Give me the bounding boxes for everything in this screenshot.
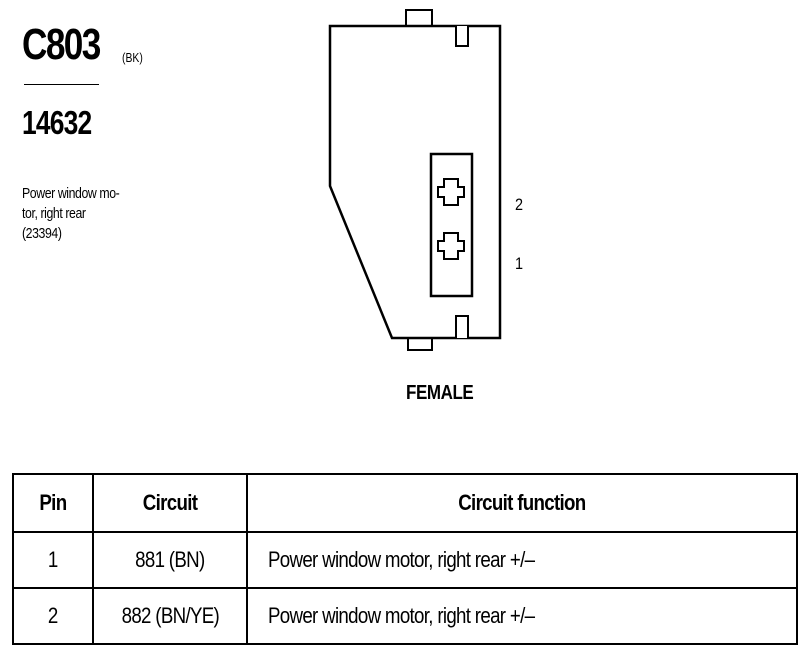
pin-table: Pin Circuit Circuit function 1 881 (BN) … xyxy=(12,473,798,645)
table-row: 2 882 (BN/YE) Power window motor, right … xyxy=(12,587,798,645)
circuit-cell: 881 (BN) xyxy=(92,531,248,589)
description-line: (23394) xyxy=(22,225,62,242)
table-header-row: Pin Circuit Circuit function xyxy=(12,473,798,533)
part-number: 14632 xyxy=(22,104,92,141)
connector-face-diagram xyxy=(328,9,502,351)
connector-description: Power window mo- tor, right rear (23394) xyxy=(22,184,202,244)
terminal-cavity-frame xyxy=(429,152,474,298)
circuit-function-cell: Power window motor, right rear +/– xyxy=(246,587,798,645)
circuit-cell: 882 (BN/YE) xyxy=(92,587,248,645)
title-divider xyxy=(24,84,99,85)
top-latch-tab xyxy=(405,9,433,27)
pin-2-label: 2 xyxy=(515,195,524,214)
pin-cell: 1 xyxy=(12,531,94,589)
description-line: Power window mo- xyxy=(22,185,120,202)
connector-color-code: (BK) xyxy=(122,50,143,65)
pin-cell: 2 xyxy=(12,587,94,645)
table-row: 1 881 (BN) Power window motor, right rea… xyxy=(12,531,798,589)
pin-1-cavity xyxy=(437,232,465,260)
connector-gender-label: FEMALE xyxy=(406,382,474,404)
circuit-function-cell: Power window motor, right rear +/– xyxy=(246,531,798,589)
connector-body-outline xyxy=(328,24,502,340)
column-header-circuit: Circuit xyxy=(92,473,248,533)
pin-1-label: 1 xyxy=(515,254,524,273)
pin-2-cavity xyxy=(437,178,465,206)
top-key-notch xyxy=(455,26,469,47)
connector-id: C803 xyxy=(22,20,101,69)
description-line: tor, right rear xyxy=(22,205,86,222)
column-header-circuit-function: Circuit function xyxy=(246,473,798,533)
bottom-key-notch xyxy=(455,315,469,338)
column-header-pin: Pin xyxy=(12,473,94,533)
